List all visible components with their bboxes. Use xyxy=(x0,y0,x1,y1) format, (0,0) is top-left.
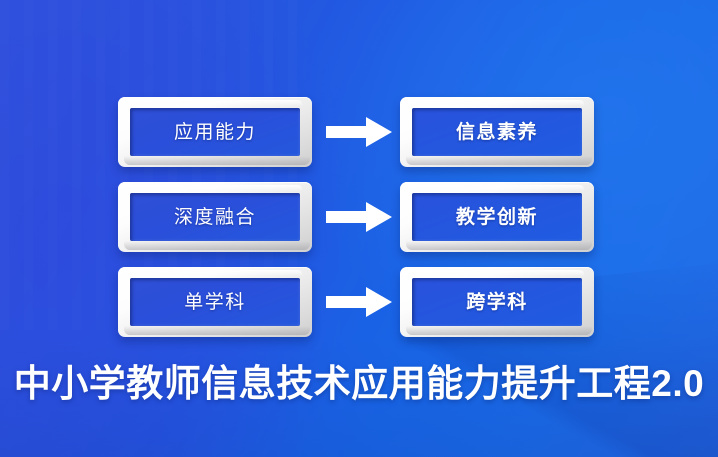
node-label: 深度融合 xyxy=(173,206,256,228)
node-label: 教学创新 xyxy=(455,206,538,228)
diagram-row: 单学科 跨学科 xyxy=(118,267,600,339)
node-label: 单学科 xyxy=(184,291,246,313)
node-label: 跨学科 xyxy=(466,291,528,313)
slide-title: 中小学教师信息技术应用能力提升工程2.0 xyxy=(13,363,705,404)
node-panel: 跨学科 xyxy=(412,278,582,326)
node-panel: 应用能力 xyxy=(130,108,300,156)
node-target[interactable]: 跨学科 xyxy=(400,267,594,337)
diagram-row: 应用能力 信息素养 xyxy=(118,97,600,169)
diagram-row: 深度融合 教学创新 xyxy=(118,182,600,254)
arrow-right-icon xyxy=(326,287,392,317)
node-panel: 教学创新 xyxy=(412,193,582,241)
node-target[interactable]: 信息素养 xyxy=(400,97,594,167)
node-panel: 单学科 xyxy=(130,278,300,326)
node-label: 信息素养 xyxy=(455,121,538,143)
node-source[interactable]: 单学科 xyxy=(118,267,312,337)
node-label: 应用能力 xyxy=(173,121,256,143)
node-panel: 深度融合 xyxy=(130,193,300,241)
node-panel: 信息素养 xyxy=(412,108,582,156)
node-source[interactable]: 应用能力 xyxy=(118,97,312,167)
node-target[interactable]: 教学创新 xyxy=(400,182,594,252)
arrow-right-icon xyxy=(326,117,392,147)
arrow-right-icon xyxy=(326,202,392,232)
node-source[interactable]: 深度融合 xyxy=(118,182,312,252)
